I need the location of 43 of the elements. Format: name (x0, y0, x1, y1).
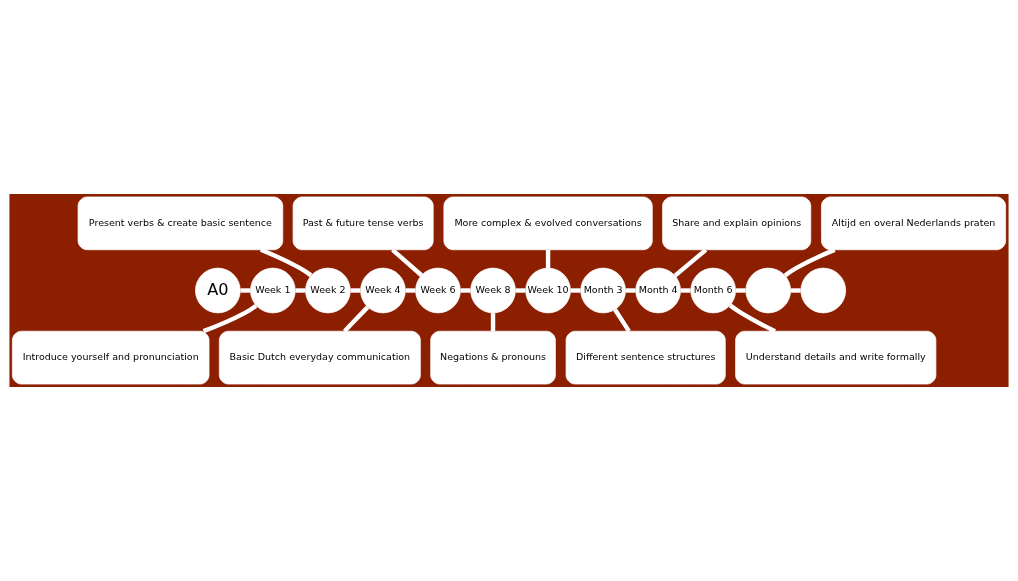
connector (680, 288, 691, 293)
connector (240, 288, 251, 293)
node-circle: Week 2 (305, 267, 351, 314)
connector (490, 313, 496, 332)
connector (391, 248, 423, 277)
node-circle: Week 10 (525, 267, 571, 314)
node-box: Past & future tense verbs (292, 196, 434, 251)
node-circle: A0 (195, 267, 241, 314)
connector (515, 288, 526, 293)
connector (405, 288, 416, 293)
connector (728, 303, 777, 334)
node-box: Share and explain opinions (662, 196, 812, 251)
node-box: Altijd en overal Nederlands praten (821, 196, 1006, 251)
node-circle: Month 3 (580, 267, 626, 314)
node-box: Introduce yourself and pronunciation (12, 330, 210, 385)
node-circle (800, 267, 846, 314)
connector (259, 247, 313, 278)
node-box: Basic Dutch everyday communication (218, 330, 421, 385)
connector (460, 288, 471, 293)
connector (545, 249, 551, 269)
node-circle: Week 4 (360, 267, 406, 314)
node-box: Different sentence structures (565, 330, 726, 385)
node-circle: Week 6 (415, 267, 461, 314)
connector (350, 288, 361, 293)
connector (790, 288, 801, 293)
connector (673, 248, 708, 278)
connector (202, 303, 258, 334)
node-box: Negations & pronouns (430, 330, 556, 385)
connector (625, 288, 636, 293)
node-circle (745, 267, 791, 314)
node-circle: Week 8 (470, 267, 516, 314)
connector (613, 308, 631, 333)
node-circle: Month 4 (635, 267, 681, 314)
node-circle: Week 1 (250, 267, 296, 314)
connector (570, 288, 581, 293)
node-circle: Month 6 (690, 267, 736, 314)
node-box: Understand details and write formally (735, 330, 937, 385)
connector (783, 247, 836, 278)
connector (295, 288, 306, 293)
connector (735, 288, 746, 293)
node-box: More complex & evolved conversations (443, 196, 653, 251)
node-box: Present verbs & create basic sentence (77, 196, 284, 251)
connector (343, 305, 370, 333)
